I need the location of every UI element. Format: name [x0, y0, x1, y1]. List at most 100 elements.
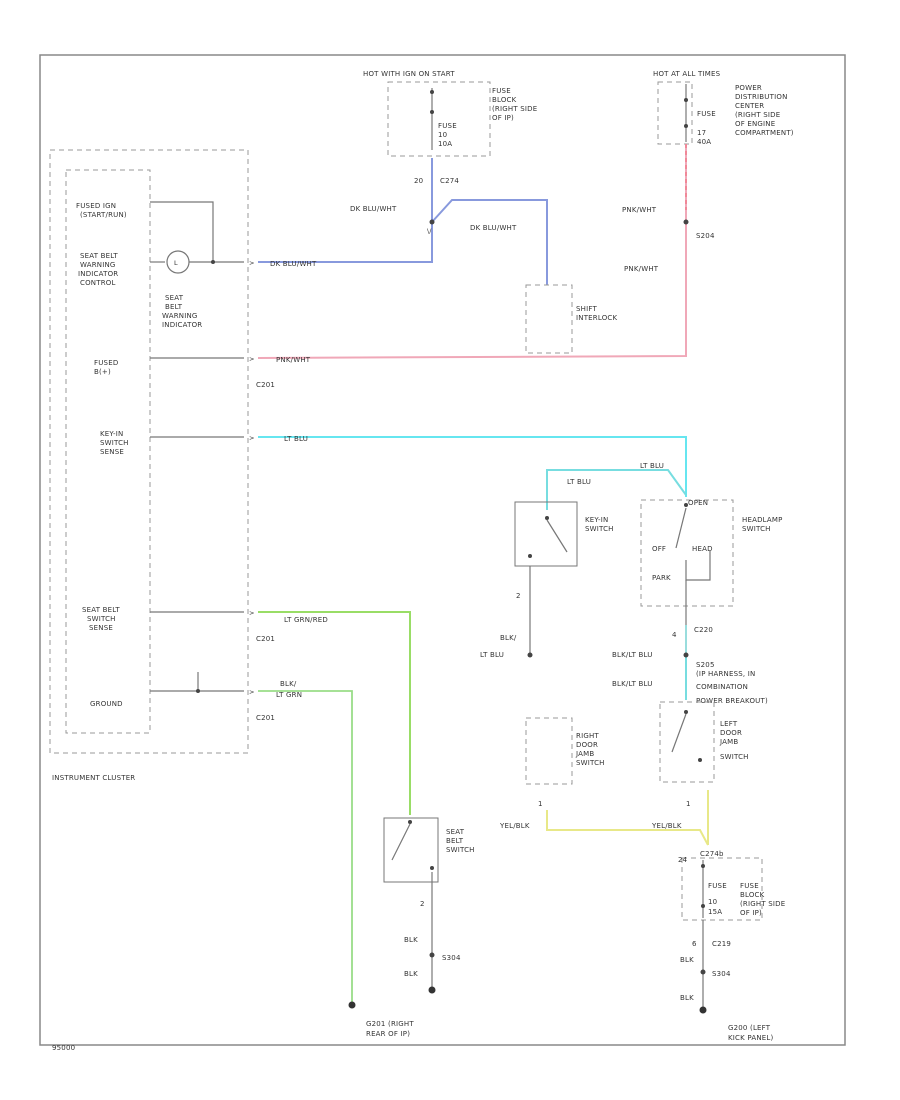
connector-c274b: C274b — [700, 850, 724, 858]
label-sb-sense: SWITCH — [87, 615, 116, 623]
wire-label-blk-lt-grn: LT GRN — [276, 691, 302, 699]
headlamp-switch-label: HEADLAMP — [742, 516, 783, 524]
wire-lt-blu-keyin — [546, 469, 687, 510]
fuse-pdc-number: 17 — [697, 129, 706, 137]
connector-c219: C219 — [712, 940, 731, 948]
label-fused-b: B(+) — [94, 368, 111, 376]
left-door-label: SWITCH — [720, 753, 749, 761]
fuse-bottom-amps: 15A — [708, 908, 722, 916]
wire-lt-grn-red — [258, 611, 411, 815]
cluster-inner-box — [65, 169, 151, 734]
seat-belt-contact — [408, 820, 412, 824]
label-indicator: WARNING — [162, 312, 198, 320]
footer-code: 95000 — [52, 1044, 75, 1052]
seat-belt-switch-label: SWITCH — [446, 846, 475, 854]
splice-s205-desc: (IP HARNESS, IN — [696, 670, 755, 678]
label-key-in-sense: SENSE — [100, 448, 124, 456]
fuse-bottom-desc: BLOCK — [740, 891, 765, 899]
key-in-ground-dot — [527, 652, 533, 658]
fuse-ign-label: FUSE — [438, 122, 457, 130]
pin-4: 4 — [672, 631, 677, 639]
fuse-pdc-dashed-box — [657, 81, 693, 145]
label-sbw-control: INDICATOR — [78, 270, 118, 278]
label-fused-ign-mode: (START/RUN) — [80, 211, 127, 219]
pin-2: 2 — [516, 592, 521, 600]
fuse-bottom-desc: OF IP) — [740, 909, 762, 917]
pin-1: 1 — [686, 800, 691, 808]
diagram-frame — [39, 54, 846, 1046]
ground-g200-symbol — [699, 1006, 707, 1014]
fuse-pdc-desc: OF ENGINE — [735, 120, 775, 128]
fuse-bottom-desc: FUSE — [740, 882, 759, 890]
ground-g200-label: KICK PANEL) — [728, 1034, 773, 1042]
splice-s205-desc: COMBINATION — [696, 683, 748, 691]
shift-interlock-box — [525, 284, 573, 354]
left-door-contact — [684, 710, 688, 714]
label-sbw-control: WARNING — [80, 261, 116, 269]
label-sbw-control: CONTROL — [80, 279, 116, 287]
fuse-pdc-desc: CENTER — [735, 102, 764, 110]
right-door-label: RIGHT — [576, 732, 599, 740]
wire-label-pnk-wht: PNK/WHT — [622, 206, 657, 214]
fuse-ign-desc: BLOCK — [492, 96, 517, 104]
ground-g201-symbol — [348, 1001, 356, 1009]
fuse-box-pdc: HOT AT ALL TIMES FUSE 17 40A POWER DISTR… — [653, 70, 794, 146]
splice-s204: S204 — [696, 232, 715, 240]
fuse-ign-terminal — [430, 110, 434, 114]
headlamp-park: PARK — [652, 574, 671, 582]
right-door-jamb-box — [525, 717, 573, 785]
splice-dk-blu-wht — [429, 219, 435, 225]
label-sb-sense: SENSE — [89, 624, 113, 632]
connector-c201-label: C201 — [256, 381, 275, 389]
fuse-ign-header: HOT WITH IGN ON START — [363, 70, 455, 78]
fuse-pdc-label: FUSE — [697, 110, 716, 118]
headlamp-open: OPEN — [688, 499, 708, 507]
ground-g200-label: G200 (LEFT — [728, 1024, 771, 1032]
fuse-ign-desc: OF IP) — [492, 114, 514, 122]
label-sb-sense: SEAT BELT — [82, 606, 120, 614]
wire-label-pnk-wht: PNK/WHT — [276, 356, 311, 364]
fuse-bottom-dashed-box — [681, 857, 763, 921]
connector-c220: C220 — [694, 626, 713, 634]
ground-splice-dot — [196, 689, 200, 693]
key-in-switch-label: SWITCH — [585, 525, 614, 533]
wire-label-lt-blu: LT BLU — [640, 462, 664, 470]
internal-wire-ign — [150, 201, 214, 262]
left-door-jamb-box — [659, 701, 715, 783]
fuse-bottom-label: FUSE — [708, 882, 727, 890]
right-door-label: SWITCH — [576, 759, 605, 767]
left-door-blade — [671, 713, 687, 753]
wire-blk-lt-grn — [258, 690, 353, 1003]
wire-label-blk: BLK — [680, 994, 694, 1002]
wire-label-blk: BLK — [680, 956, 694, 964]
fuse-pdc-desc: COMPARTMENT) — [735, 129, 794, 137]
shift-interlock-label: INTERLOCK — [576, 314, 618, 322]
label-ground: GROUND — [90, 700, 123, 708]
fuse-ign-dashed-box — [387, 81, 491, 157]
wire-label-blk-lt-blu: BLK/LT BLU — [612, 680, 653, 688]
right-door-label: DOOR — [576, 741, 598, 749]
connector-c201-label: C201 — [256, 714, 275, 722]
headlamp-switch-label: SWITCH — [742, 525, 771, 533]
lamp-symbol: L — [174, 259, 178, 267]
ground-g201-label: G201 (RIGHT — [366, 1020, 414, 1028]
wire-label-blk-lt-blu: LT BLU — [480, 651, 504, 659]
splice-s304-dot — [700, 969, 706, 975]
wire-label-blk-lt-grn: BLK/ — [280, 680, 297, 688]
fuse-pdc-terminal — [684, 124, 688, 128]
fuse-ign-amps: 10A — [438, 140, 452, 148]
label-fused-b: FUSED — [94, 359, 118, 367]
fuse-bottom-number: 10 — [708, 898, 717, 906]
fuse-pdc-terminal — [684, 98, 688, 102]
key-in-switch-contact — [545, 516, 549, 520]
seat-belt-switch-label: SEAT — [446, 828, 465, 836]
left-door-label: DOOR — [720, 729, 742, 737]
pin-24: 24 — [678, 856, 688, 864]
key-in-switch-contact — [528, 554, 532, 558]
pin-marker: > — [249, 259, 254, 267]
fuse-bottom-desc: (RIGHT SIDE — [740, 900, 785, 908]
fuse-ign-desc: (RIGHT SIDE — [492, 105, 537, 113]
label-key-in-sense: SWITCH — [100, 439, 129, 447]
wire-label-lt-blu: LT BLU — [567, 478, 591, 486]
